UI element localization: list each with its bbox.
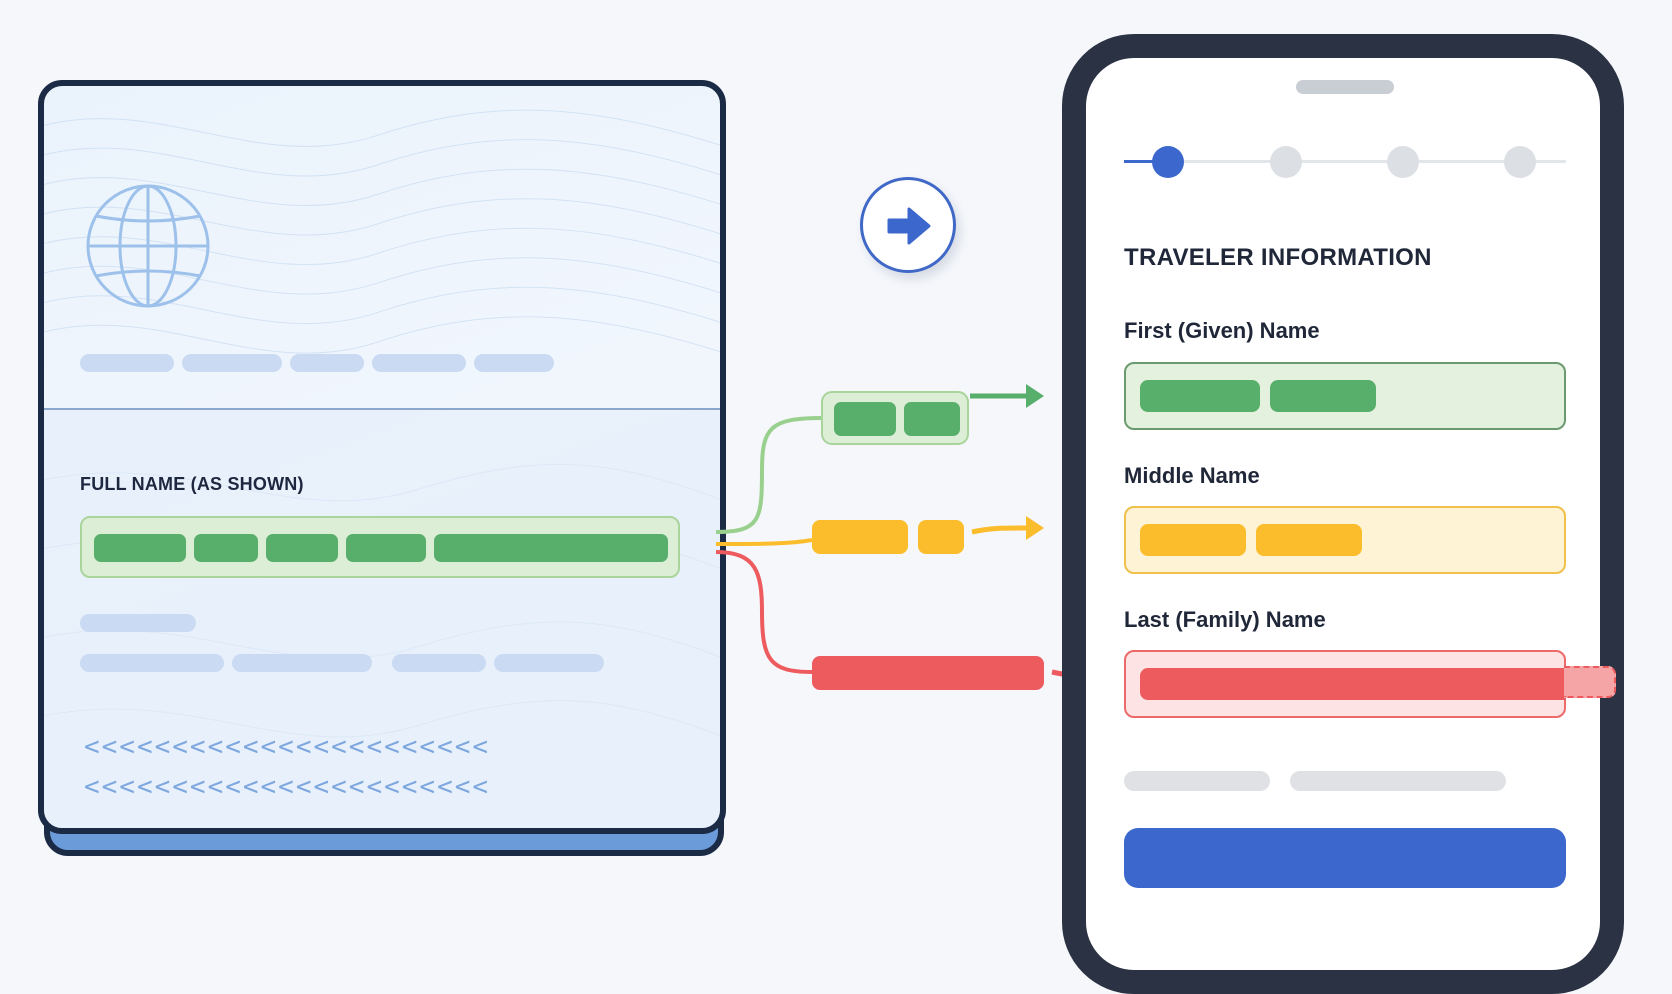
placeholder-text-line [232, 654, 372, 672]
progress-step[interactable] [1270, 146, 1302, 178]
progress-step[interactable] [1387, 146, 1419, 178]
first-name-value-segment [1140, 380, 1260, 412]
passport-page-divider [44, 408, 720, 410]
given-name-split-box [821, 391, 969, 445]
first-name-value-segment [1270, 380, 1376, 412]
middle-name-split-segment [812, 520, 908, 554]
placeholder-text-line [392, 654, 486, 672]
full-name-field [80, 516, 680, 578]
middle-name-input[interactable] [1124, 506, 1566, 574]
direction-indicator [860, 177, 956, 273]
arrow-right-icon [887, 207, 931, 245]
form-title: TRAVELER INFORMATION [1124, 244, 1432, 271]
full-name-label: FULL NAME (AS SHOWN) [80, 474, 304, 494]
placeholder-text-line [474, 354, 554, 372]
first-name-input[interactable] [1124, 362, 1566, 430]
yellow-connector [715, 538, 813, 546]
mrz-line: <<<<<<<<<<<<<<<<<<<<<<< [84, 772, 491, 802]
middle-name-value-segment [1140, 524, 1246, 556]
green-connector [715, 416, 823, 534]
placeholder-text-line [1290, 771, 1506, 791]
placeholder-text-line [80, 354, 174, 372]
red-connector [715, 550, 813, 674]
placeholder-text-line [182, 354, 282, 372]
progress-step[interactable] [1504, 146, 1536, 178]
mrz-line: <<<<<<<<<<<<<<<<<<<<<<< [84, 732, 491, 762]
middle-name-value-segment [1256, 524, 1362, 556]
yellow-arrow-line [971, 525, 1031, 535]
progress-line [1184, 160, 1566, 163]
yellow-arrowhead [1026, 516, 1044, 540]
middle-name-split-segment [918, 520, 964, 554]
continue-button[interactable] [1124, 828, 1566, 888]
middle-name-label: Middle Name [1124, 463, 1260, 488]
placeholder-text-line [80, 614, 196, 632]
last-name-overflow [1564, 666, 1616, 698]
passport-document: FULL NAME (AS SHOWN) <<<<<<<<<<<<<<<<<<<… [38, 80, 726, 834]
last-name-label: Last (Family) Name [1124, 607, 1326, 632]
phone-speaker-notch [1296, 80, 1394, 94]
given-name-split-segment [904, 402, 960, 436]
progress-line-active [1124, 160, 1168, 163]
placeholder-text-line [1124, 771, 1270, 791]
name-segment [94, 534, 186, 562]
name-segment [346, 534, 426, 562]
placeholder-text-line [494, 654, 604, 672]
globe-icon [86, 184, 210, 308]
name-segment [434, 534, 668, 562]
placeholder-text-line [290, 354, 364, 372]
last-name-split-segment [812, 656, 1044, 690]
name-segment [194, 534, 258, 562]
name-segment [266, 534, 338, 562]
first-name-label: First (Given) Name [1124, 318, 1320, 343]
progress-step-active[interactable] [1152, 146, 1184, 178]
last-name-input[interactable] [1124, 650, 1566, 718]
last-name-value-segment [1140, 668, 1566, 700]
placeholder-text-line [372, 354, 466, 372]
given-name-split-segment [834, 402, 896, 436]
green-arrowhead [1026, 384, 1044, 408]
placeholder-text-line [80, 654, 224, 672]
